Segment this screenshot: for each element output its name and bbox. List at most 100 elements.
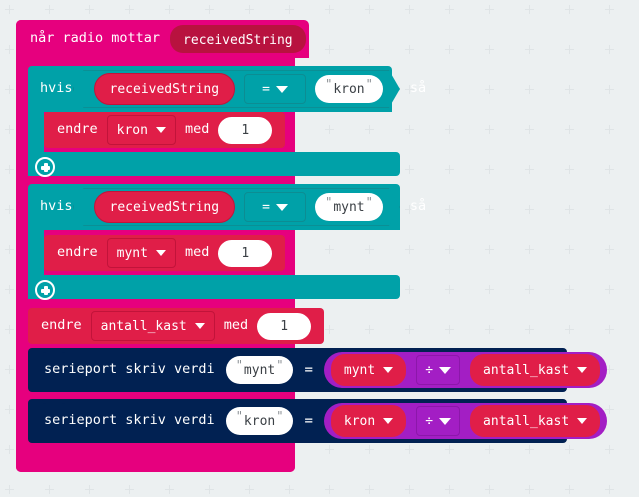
if-block-1-footer[interactable]	[28, 152, 400, 176]
grid-cross	[85, 5, 94, 14]
division-left-variable-label-1: mynt	[343, 362, 376, 378]
division-left-variable-1[interactable]: mynt	[328, 352, 409, 388]
grid-cross	[405, 245, 414, 254]
serial-name-value-2: kron	[243, 413, 276, 429]
if-block-2-condition[interactable]: receivedString = " mynt "	[73, 188, 400, 226]
grid-cross	[325, 45, 334, 54]
change-value-3: 1	[280, 318, 289, 334]
event-parameter-pill[interactable]: receivedString	[170, 25, 306, 53]
event-block-footer[interactable]	[16, 443, 295, 472]
quote-open: "	[325, 77, 333, 91]
if-block-1-condition[interactable]: receivedString = " kron "	[73, 70, 400, 108]
grid-cross	[405, 205, 414, 214]
if-block-2-keyword: hvis	[40, 198, 73, 215]
division-left-variable-2[interactable]: kron	[328, 403, 409, 439]
quote-close: "	[365, 195, 373, 209]
grid-cross	[405, 485, 414, 494]
change-variable-block-mynt[interactable]: endre mynt med 1	[44, 235, 286, 271]
grid-cross	[5, 365, 14, 374]
plus-icon[interactable]	[35, 280, 55, 300]
event-block-header[interactable]: når radio mottar receivedString	[16, 20, 309, 58]
change-variable-block-kron[interactable]: endre kron med 1	[44, 112, 286, 148]
grid-cross	[325, 245, 334, 254]
grid-cross	[405, 325, 414, 334]
change-value-input-2[interactable]: 1	[218, 239, 273, 267]
if-block-2-right-string[interactable]: " mynt "	[315, 193, 383, 221]
if-block-1-header[interactable]: hvis receivedString = " kron " så	[28, 66, 426, 112]
variable-dropdown-kron[interactable]: kron	[106, 115, 176, 145]
grid-cross	[5, 125, 14, 134]
serial-name-input-1[interactable]: " mynt "	[225, 356, 294, 384]
division-operator-dropdown-2[interactable]: ÷	[416, 406, 461, 436]
grid-cross	[485, 245, 494, 254]
grid-cross	[565, 325, 574, 334]
division-right-variable-2[interactable]: antall_kast	[468, 403, 603, 439]
grid-cross	[605, 485, 614, 494]
if-block-1-left-variable-label: receivedString	[109, 81, 220, 97]
division-operator-symbol-1: ÷	[425, 362, 434, 378]
grid-cross	[525, 445, 534, 454]
chevron-down-icon	[155, 127, 166, 133]
variable-dropdown-antall-kast[interactable]: antall_kast	[90, 311, 215, 341]
if-block-1-right-string[interactable]: " kron "	[315, 75, 383, 103]
grid-cross	[485, 45, 494, 54]
grid-cross	[45, 485, 54, 494]
grid-cross	[525, 85, 534, 94]
change-variable-block-antall-kast[interactable]: endre antall_kast med 1	[28, 308, 325, 344]
chevron-down-icon	[383, 367, 394, 373]
division-operator-symbol-2: ÷	[425, 413, 434, 429]
serial-equals-2: =	[304, 413, 313, 429]
division-right-variable-1[interactable]: antall_kast	[468, 352, 603, 388]
grid-cross	[45, 5, 54, 14]
grid-cross	[445, 165, 454, 174]
variable-dropdown-kron-label: kron	[116, 122, 148, 138]
event-block-label: når radio mottar	[30, 30, 161, 47]
grid-cross	[485, 165, 494, 174]
serial-write-value-block-mynt[interactable]: serieport skriv verdi " mynt " = mynt ÷ …	[28, 348, 608, 392]
if-block-1-operator-dropdown[interactable]: =	[244, 74, 306, 104]
grid-cross	[485, 125, 494, 134]
if-block-2-footer[interactable]	[28, 275, 400, 299]
grid-cross	[605, 85, 614, 94]
chevron-down-icon	[577, 367, 588, 373]
grid-cross	[525, 205, 534, 214]
if-block-1-left-variable[interactable]: receivedString	[94, 73, 236, 105]
division-block-1[interactable]: mynt ÷ antall_kast	[323, 352, 608, 388]
chevron-down-icon	[276, 204, 288, 211]
if-block-2-operator-dropdown[interactable]: =	[244, 192, 306, 222]
serial-write-value-block-kron[interactable]: serieport skriv verdi " kron " = kron ÷ …	[28, 399, 608, 443]
grid-cross	[565, 205, 574, 214]
grid-cross	[565, 285, 574, 294]
grid-cross	[565, 485, 574, 494]
grid-cross	[245, 5, 254, 14]
grid-cross	[125, 485, 134, 494]
serial-name-input-2[interactable]: " kron "	[225, 407, 294, 435]
division-block-2[interactable]: kron ÷ antall_kast	[323, 403, 608, 439]
change-by-label-2: med	[184, 244, 210, 261]
grid-cross	[445, 485, 454, 494]
division-right-variable-label-2: antall_kast	[483, 413, 570, 429]
change-value-1: 1	[241, 122, 250, 138]
if-block-2-header[interactable]: hvis receivedString = " mynt " så	[28, 184, 426, 230]
grid-cross	[565, 445, 574, 454]
if-block-2-left-variable-label: receivedString	[109, 199, 220, 215]
division-operator-dropdown-1[interactable]: ÷	[416, 355, 461, 385]
change-value-input-1[interactable]: 1	[218, 116, 273, 144]
grid-cross	[285, 5, 294, 14]
grid-cross	[605, 125, 614, 134]
grid-cross	[85, 485, 94, 494]
if-block-2-left-variable[interactable]: receivedString	[94, 191, 236, 223]
grid-cross	[325, 5, 334, 14]
plus-icon[interactable]	[35, 157, 55, 177]
grid-cross	[245, 485, 254, 494]
variable-dropdown-mynt[interactable]: mynt	[106, 238, 176, 268]
change-value-input-3[interactable]: 1	[257, 312, 312, 340]
grid-cross	[5, 445, 14, 454]
grid-cross	[525, 485, 534, 494]
grid-cross	[485, 85, 494, 94]
event-block-footer-notch	[30, 443, 54, 449]
grid-cross	[325, 125, 334, 134]
chevron-down-icon	[383, 418, 394, 424]
division-left-variable-label-2: kron	[343, 413, 376, 429]
grid-cross	[565, 165, 574, 174]
